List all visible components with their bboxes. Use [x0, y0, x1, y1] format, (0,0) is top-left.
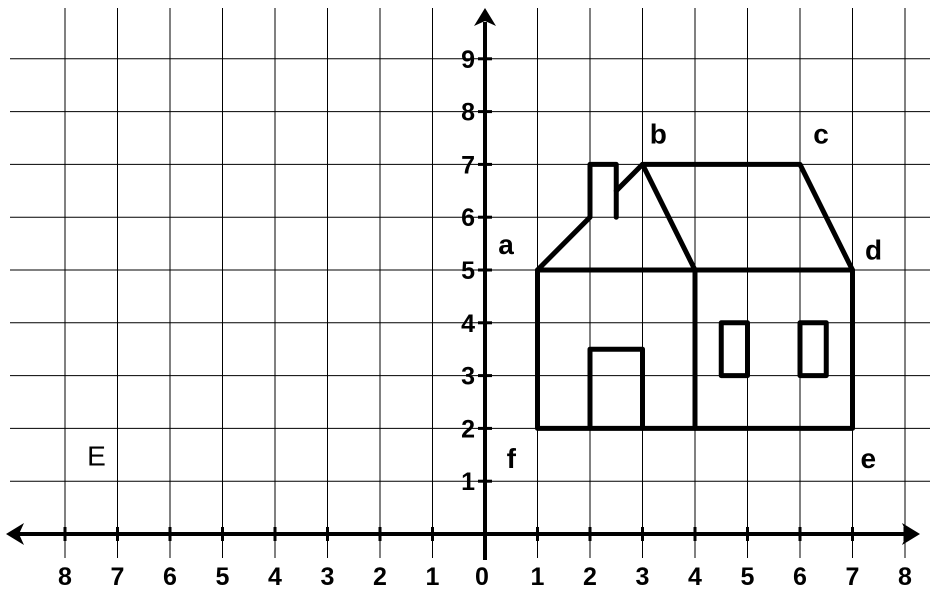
- vertex-labels: a b c d e f E: [87, 118, 882, 474]
- vertex-label-d: d: [865, 234, 882, 265]
- region-label: E: [87, 440, 106, 471]
- y-tick-label: 3: [461, 363, 475, 391]
- house-drawing: [535, 161, 855, 431]
- y-tick-label: 2: [461, 415, 475, 443]
- house-line: [640, 161, 698, 273]
- vertex-label-a: a: [498, 229, 514, 260]
- x-tick-label: 2: [583, 563, 597, 589]
- y-tick-label: 5: [461, 257, 475, 285]
- y-tick-label: 8: [461, 99, 475, 127]
- x-tick-label: 4: [268, 563, 282, 589]
- y-tick-label: 1: [461, 468, 475, 496]
- vertex-label-f: f: [507, 443, 517, 474]
- y-tick-label: 7: [461, 151, 475, 179]
- x-tick-label: 3: [321, 563, 335, 589]
- x-tick-label: 7: [846, 563, 860, 589]
- y-axis-up-arrowhead: [474, 8, 496, 26]
- y-tick-label: 9: [461, 46, 475, 74]
- x-tick-label: 8: [58, 563, 72, 589]
- vertex-label-e: e: [860, 443, 876, 474]
- x-tick-label: 1: [531, 563, 545, 589]
- y-tick-label: 4: [461, 310, 475, 338]
- house-line: [718, 320, 750, 379]
- x-tick-label: 8: [898, 563, 912, 589]
- x-tick-label: 2: [373, 563, 387, 589]
- x-axis-tick-labels: 8 7 6 5 4 3 2 1 0 1 2 3 4 5 6 7 8: [58, 563, 912, 589]
- house-line: [587, 346, 645, 431]
- x-tick-label: 1: [426, 563, 440, 589]
- x-tick-label: 5: [216, 563, 230, 589]
- x-tick-label: 3: [636, 563, 650, 589]
- x-tick-label: 7: [111, 563, 125, 589]
- house-line: [535, 161, 855, 273]
- vertex-label-c: c: [813, 118, 829, 149]
- axes: [6, 8, 920, 560]
- house-line: [535, 267, 855, 431]
- x-tick-label-origin: 0: [475, 563, 489, 589]
- y-axis-tick-labels: 1 2 3 4 5 6 7 8 9: [461, 46, 475, 496]
- x-tick-label: 5: [741, 563, 755, 589]
- x-tick-label: 6: [793, 563, 807, 589]
- x-axis-left-arrowhead: [6, 523, 24, 545]
- x-tick-label: 6: [163, 563, 177, 589]
- y-tick-label: 6: [461, 204, 475, 232]
- house-line: [797, 320, 829, 379]
- vertex-label-b: b: [650, 118, 667, 149]
- x-tick-label: 4: [688, 563, 702, 589]
